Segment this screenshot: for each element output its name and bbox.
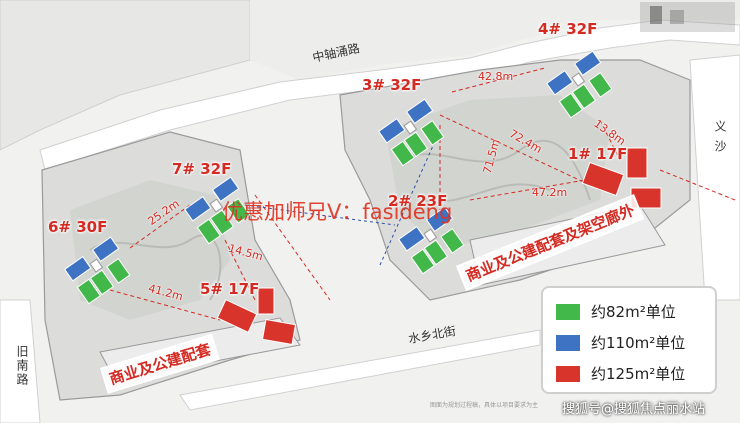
building-1-label: 1# 17F <box>568 145 628 163</box>
road-label-west: 旧南路 <box>15 345 29 387</box>
building-7-label: 7# 32F <box>172 160 232 178</box>
source-credit: 搜狐号@搜狐焦点丽水站 <box>562 402 706 417</box>
distance-label: 47.2m <box>532 186 568 199</box>
building-4-label: 4# 32F <box>538 20 598 38</box>
building-3-label: 3# 32F <box>362 76 422 94</box>
building-2-label: 2# 23F <box>388 192 448 210</box>
legend-label: 约125m²单位 <box>591 365 686 383</box>
building-6-label: 6# 30F <box>48 218 108 236</box>
road-label-east: 义 沙 <box>713 120 727 154</box>
building-5-label: 5# 17F <box>200 280 260 298</box>
legend-swatch <box>555 333 581 352</box>
unit-type-legend: 约82m²单位 约110m²单位 约125m²单位 <box>541 286 717 394</box>
legend-label: 约110m²单位 <box>591 334 686 352</box>
legend-item: 约125m²单位 <box>555 358 703 389</box>
legend-item: 约82m²单位 <box>555 296 703 327</box>
watermark-text: 优惠加师兄V：fasideng <box>222 200 453 224</box>
distance-label: 42.8m <box>478 70 514 83</box>
legend-label: 约82m²单位 <box>591 303 676 321</box>
plan-disclaimer: 图面为规划过程稿，具体以项目要求为主 <box>430 402 539 409</box>
legend-swatch <box>555 302 581 321</box>
legend-item: 约110m²单位 <box>555 327 703 358</box>
legend-swatch <box>555 364 581 383</box>
